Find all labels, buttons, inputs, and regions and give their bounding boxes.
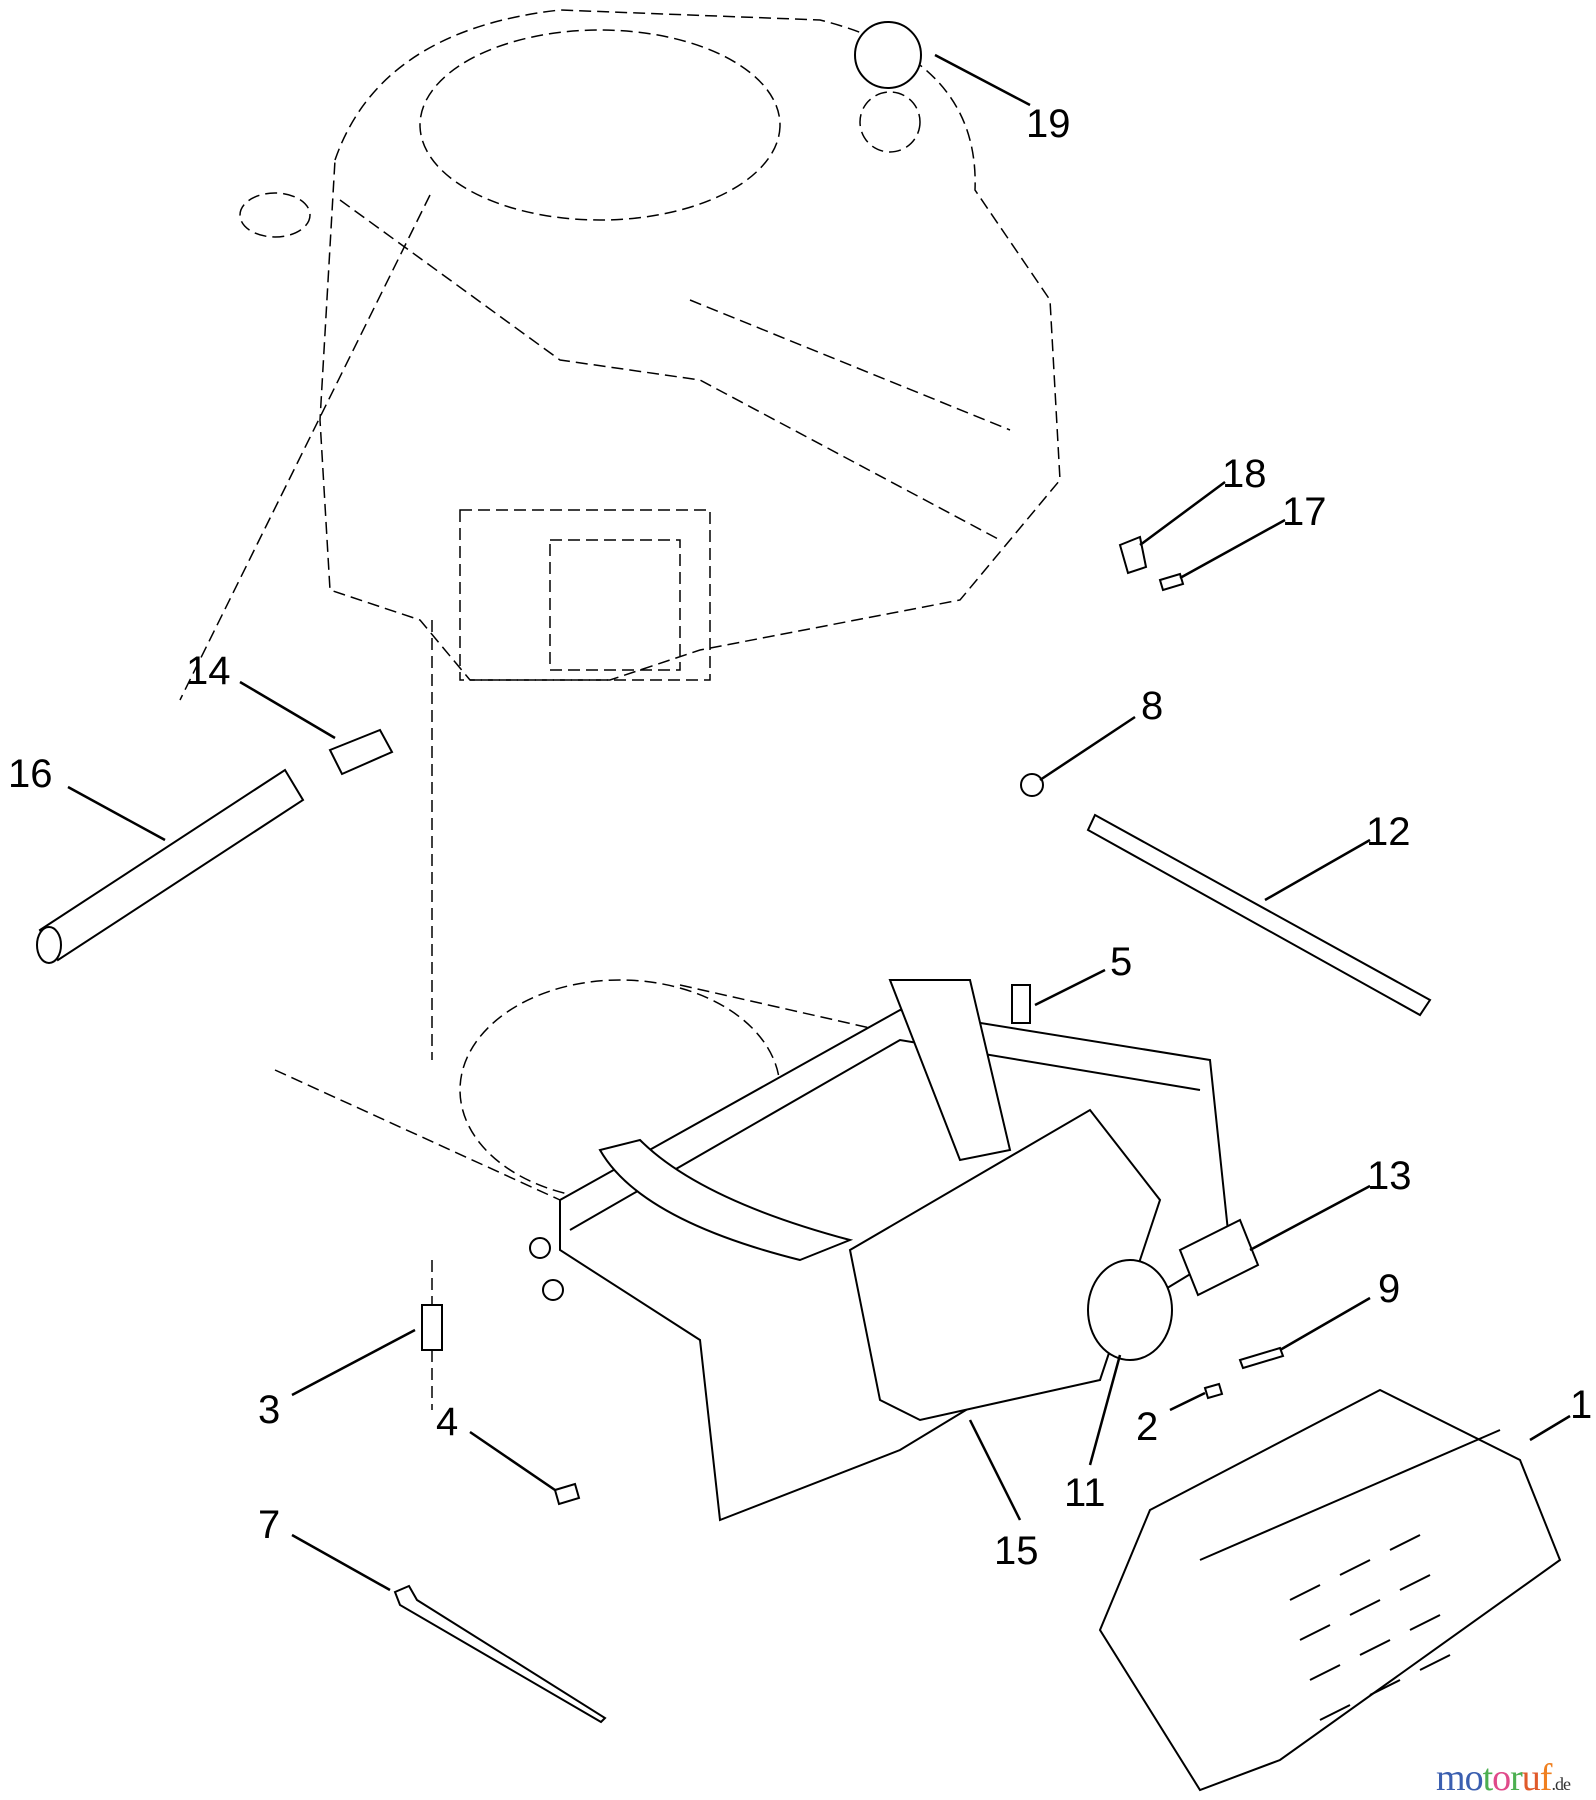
callout-15: 15 — [994, 1529, 1039, 1573]
callout-3: 3 — [258, 1388, 280, 1432]
part-1-heat-shield — [1098, 1388, 1562, 1792]
part-4-bolt — [553, 1482, 581, 1506]
part-16-hose — [38, 768, 305, 962]
callout-5: 5 — [1110, 940, 1132, 984]
part-18-clip — [1118, 535, 1148, 575]
watermark-logo: motoruf.de — [1436, 1756, 1571, 1800]
part-9-screw — [1238, 1346, 1285, 1370]
part-2-bolt — [1203, 1382, 1224, 1400]
callout-9: 9 — [1378, 1267, 1400, 1311]
callout-16: 16 — [8, 752, 53, 796]
part-3-bolt — [421, 1304, 443, 1351]
part-13-arrestor — [1178, 1218, 1260, 1297]
callout-2: 2 — [1136, 1405, 1158, 1449]
part-14-fitting — [328, 728, 394, 776]
part-7-cable-tie — [393, 1584, 607, 1724]
callout-18: 18 — [1222, 452, 1267, 496]
part-15-muffler — [848, 1108, 1162, 1422]
callout-14: 14 — [186, 649, 231, 693]
part-5-bolt — [1011, 984, 1031, 1024]
callout-17: 17 — [1282, 490, 1327, 534]
callout-7: 7 — [258, 1503, 280, 1547]
callout-13: 13 — [1367, 1154, 1412, 1198]
part-8-clamp — [1020, 773, 1044, 797]
callout-4: 4 — [436, 1400, 458, 1444]
part-11-cap — [1087, 1259, 1173, 1361]
callout-1: 1 — [1570, 1383, 1592, 1427]
part-17-bolt — [1158, 572, 1185, 592]
watermark-text: motoruf — [1436, 1757, 1552, 1799]
leader-lines — [67, 53, 1571, 1592]
callout-19: 19 — [1026, 102, 1071, 146]
callouts: 1 2 3 4 5 7 8 9 11 12 13 14 15 16 17 18 … — [8, 102, 1592, 1573]
part-19-cap — [854, 21, 922, 89]
watermark-tld: .de — [1551, 1774, 1570, 1794]
engine-phantom — [179, 9, 1061, 701]
callout-11: 11 — [1064, 1471, 1106, 1515]
callout-8: 8 — [1141, 684, 1163, 728]
callout-12: 12 — [1366, 810, 1411, 854]
exhaust-pipe — [598, 1138, 854, 1262]
part-12-rod — [1086, 813, 1432, 1017]
